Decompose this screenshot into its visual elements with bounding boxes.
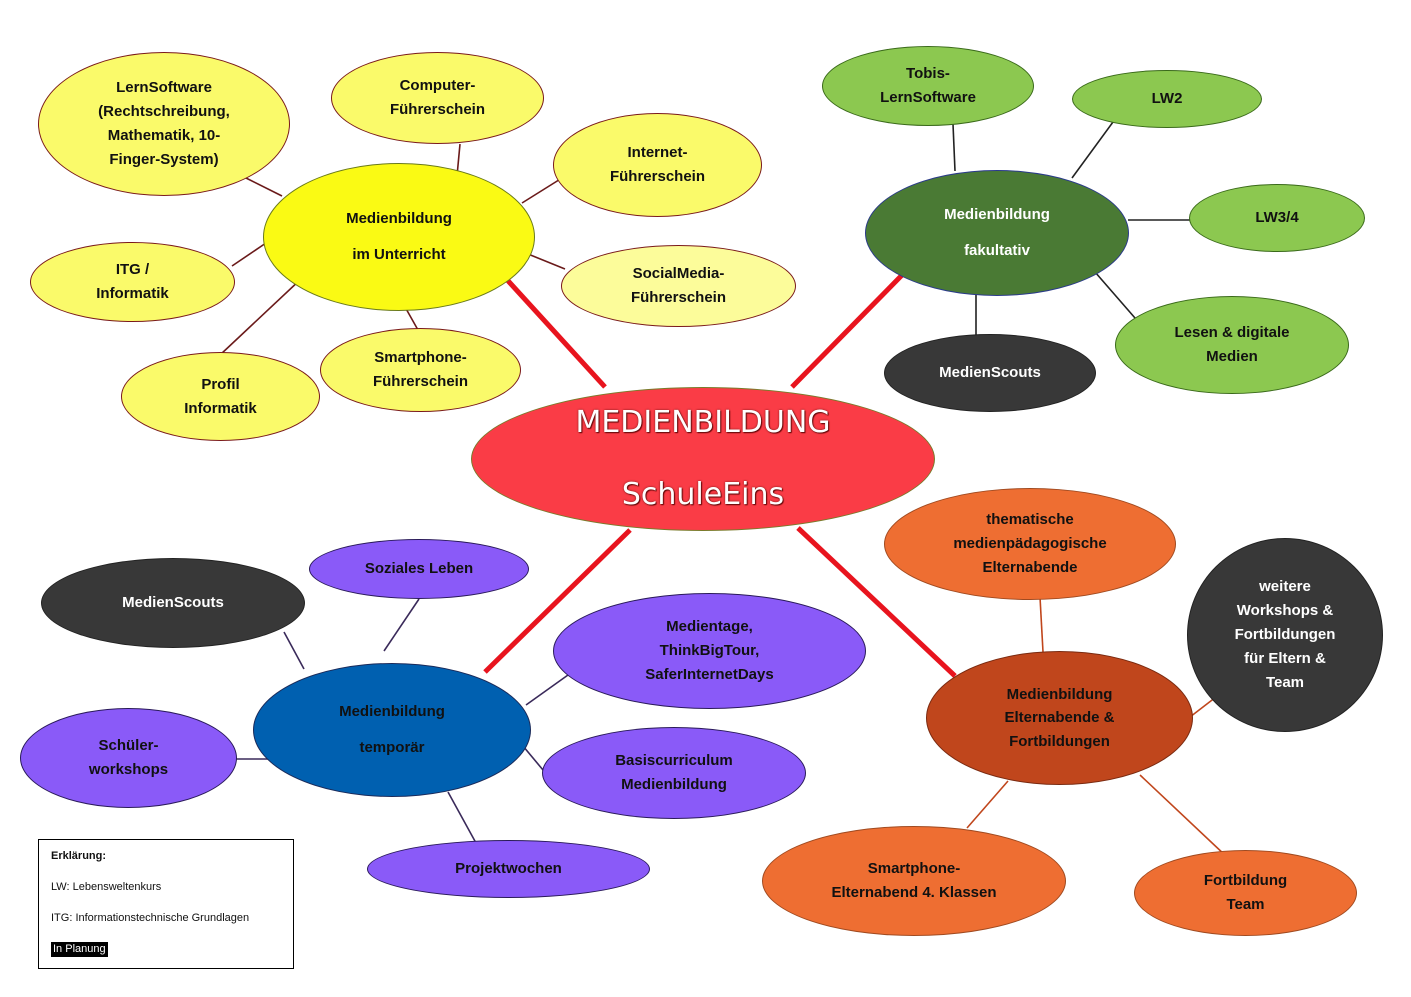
edge-center-eltern [796,526,957,678]
node-thematische-elternabende: thematische medienpädagogische Elternabe… [884,488,1176,600]
node-medienscouts-temporaer: MedienScouts [41,558,305,648]
edge-fakultativ-tobis [952,123,956,172]
edge-center-temporaer [483,528,632,674]
hub-unterricht: Medienbildung im Unterricht [263,163,535,311]
hub-temporaer: Medienbildung temporär [253,663,531,797]
node-lw34: LW3/4 [1189,184,1365,252]
node-lernsoftware: LernSoftware (Rechtschreibung, Mathemati… [38,52,290,196]
node-smartphone-elternabend: Smartphone- Elternabend 4. Klassen [762,826,1066,936]
node-schuelerworkshops: Schüler- workshops [20,708,237,808]
edge-unterricht-internet [521,177,563,204]
edge-temporaer-projekt [447,791,477,844]
edge-fakultativ-lesen [1094,271,1136,319]
node-fortbildung-team: Fortbildung Team [1134,850,1357,936]
center-title: MEDIENBILDUNG [575,405,831,440]
center-node: MEDIENBILDUNG SchuleEins [471,387,935,531]
node-profil-informatik: Profil Informatik [121,352,320,441]
node-basiscurriculum: Basiscurriculum Medienbildung [542,727,806,819]
node-soziales-leben: Soziales Leben [309,539,529,599]
node-projektwochen: Projektwochen [367,840,650,898]
legend: Erklärung: LW: Lebensweltenkurs ITG: Inf… [38,839,294,969]
edge-temporaer-medienscouts [283,631,305,670]
edge-temporaer-soziales [383,598,420,652]
edge-fakultativ-lw2 [1071,121,1114,179]
edge-unterricht-socialmedia [527,253,566,270]
node-internet-fuehrerschein: Internet- Führerschein [553,113,762,217]
edge-center-unterricht [498,270,607,389]
hub-eltern: Medienbildung Elternabende & Fortbildung… [926,651,1193,785]
edge-unterricht-itg [231,242,267,267]
legend-planning: In Planung [51,942,108,957]
edge-temporaer-medientage [525,674,569,706]
node-computer-fuehrerschein: Computer- Führerschein [331,52,544,144]
legend-title: Erklärung: [51,850,107,862]
hub-fakultativ: Medienbildung fakultativ [865,170,1129,296]
edge-unterricht-profil [219,277,303,356]
edge-center-fakultativ [790,270,907,389]
edge-eltern-smartphone [966,780,1009,829]
edge-eltern-fortbildung [1139,774,1228,858]
edge-eltern-thematisch [1039,596,1044,653]
legend-itg: ITG: Informationstechnische Grundlagen [51,912,250,924]
node-weitere-workshops: weitere Workshops & Fortbildungen für El… [1187,538,1383,732]
node-medienscouts-fakultativ: MedienScouts [884,334,1096,412]
edge-temporaer-basis [522,745,544,771]
node-medientage: Medientage, ThinkBigTour, SaferInternetD… [553,593,866,709]
node-lw2: LW2 [1072,70,1262,128]
legend-lw: LW: Lebensweltenkurs [51,881,162,893]
center-subtitle: SchuleEins [621,477,785,512]
node-smartphone-fuehrerschein: Smartphone- Führerschein [320,328,521,412]
node-socialmedia-fuehrerschein: SocialMedia- Führerschein [561,245,796,327]
node-tobis-lernsoftware: Tobis- LernSoftware [822,46,1034,126]
node-itg-informatik: ITG / Informatik [30,242,235,322]
node-lesen-digitale-medien: Lesen & digitale Medien [1115,296,1349,394]
edge-unterricht-lernsoftware [245,177,283,197]
